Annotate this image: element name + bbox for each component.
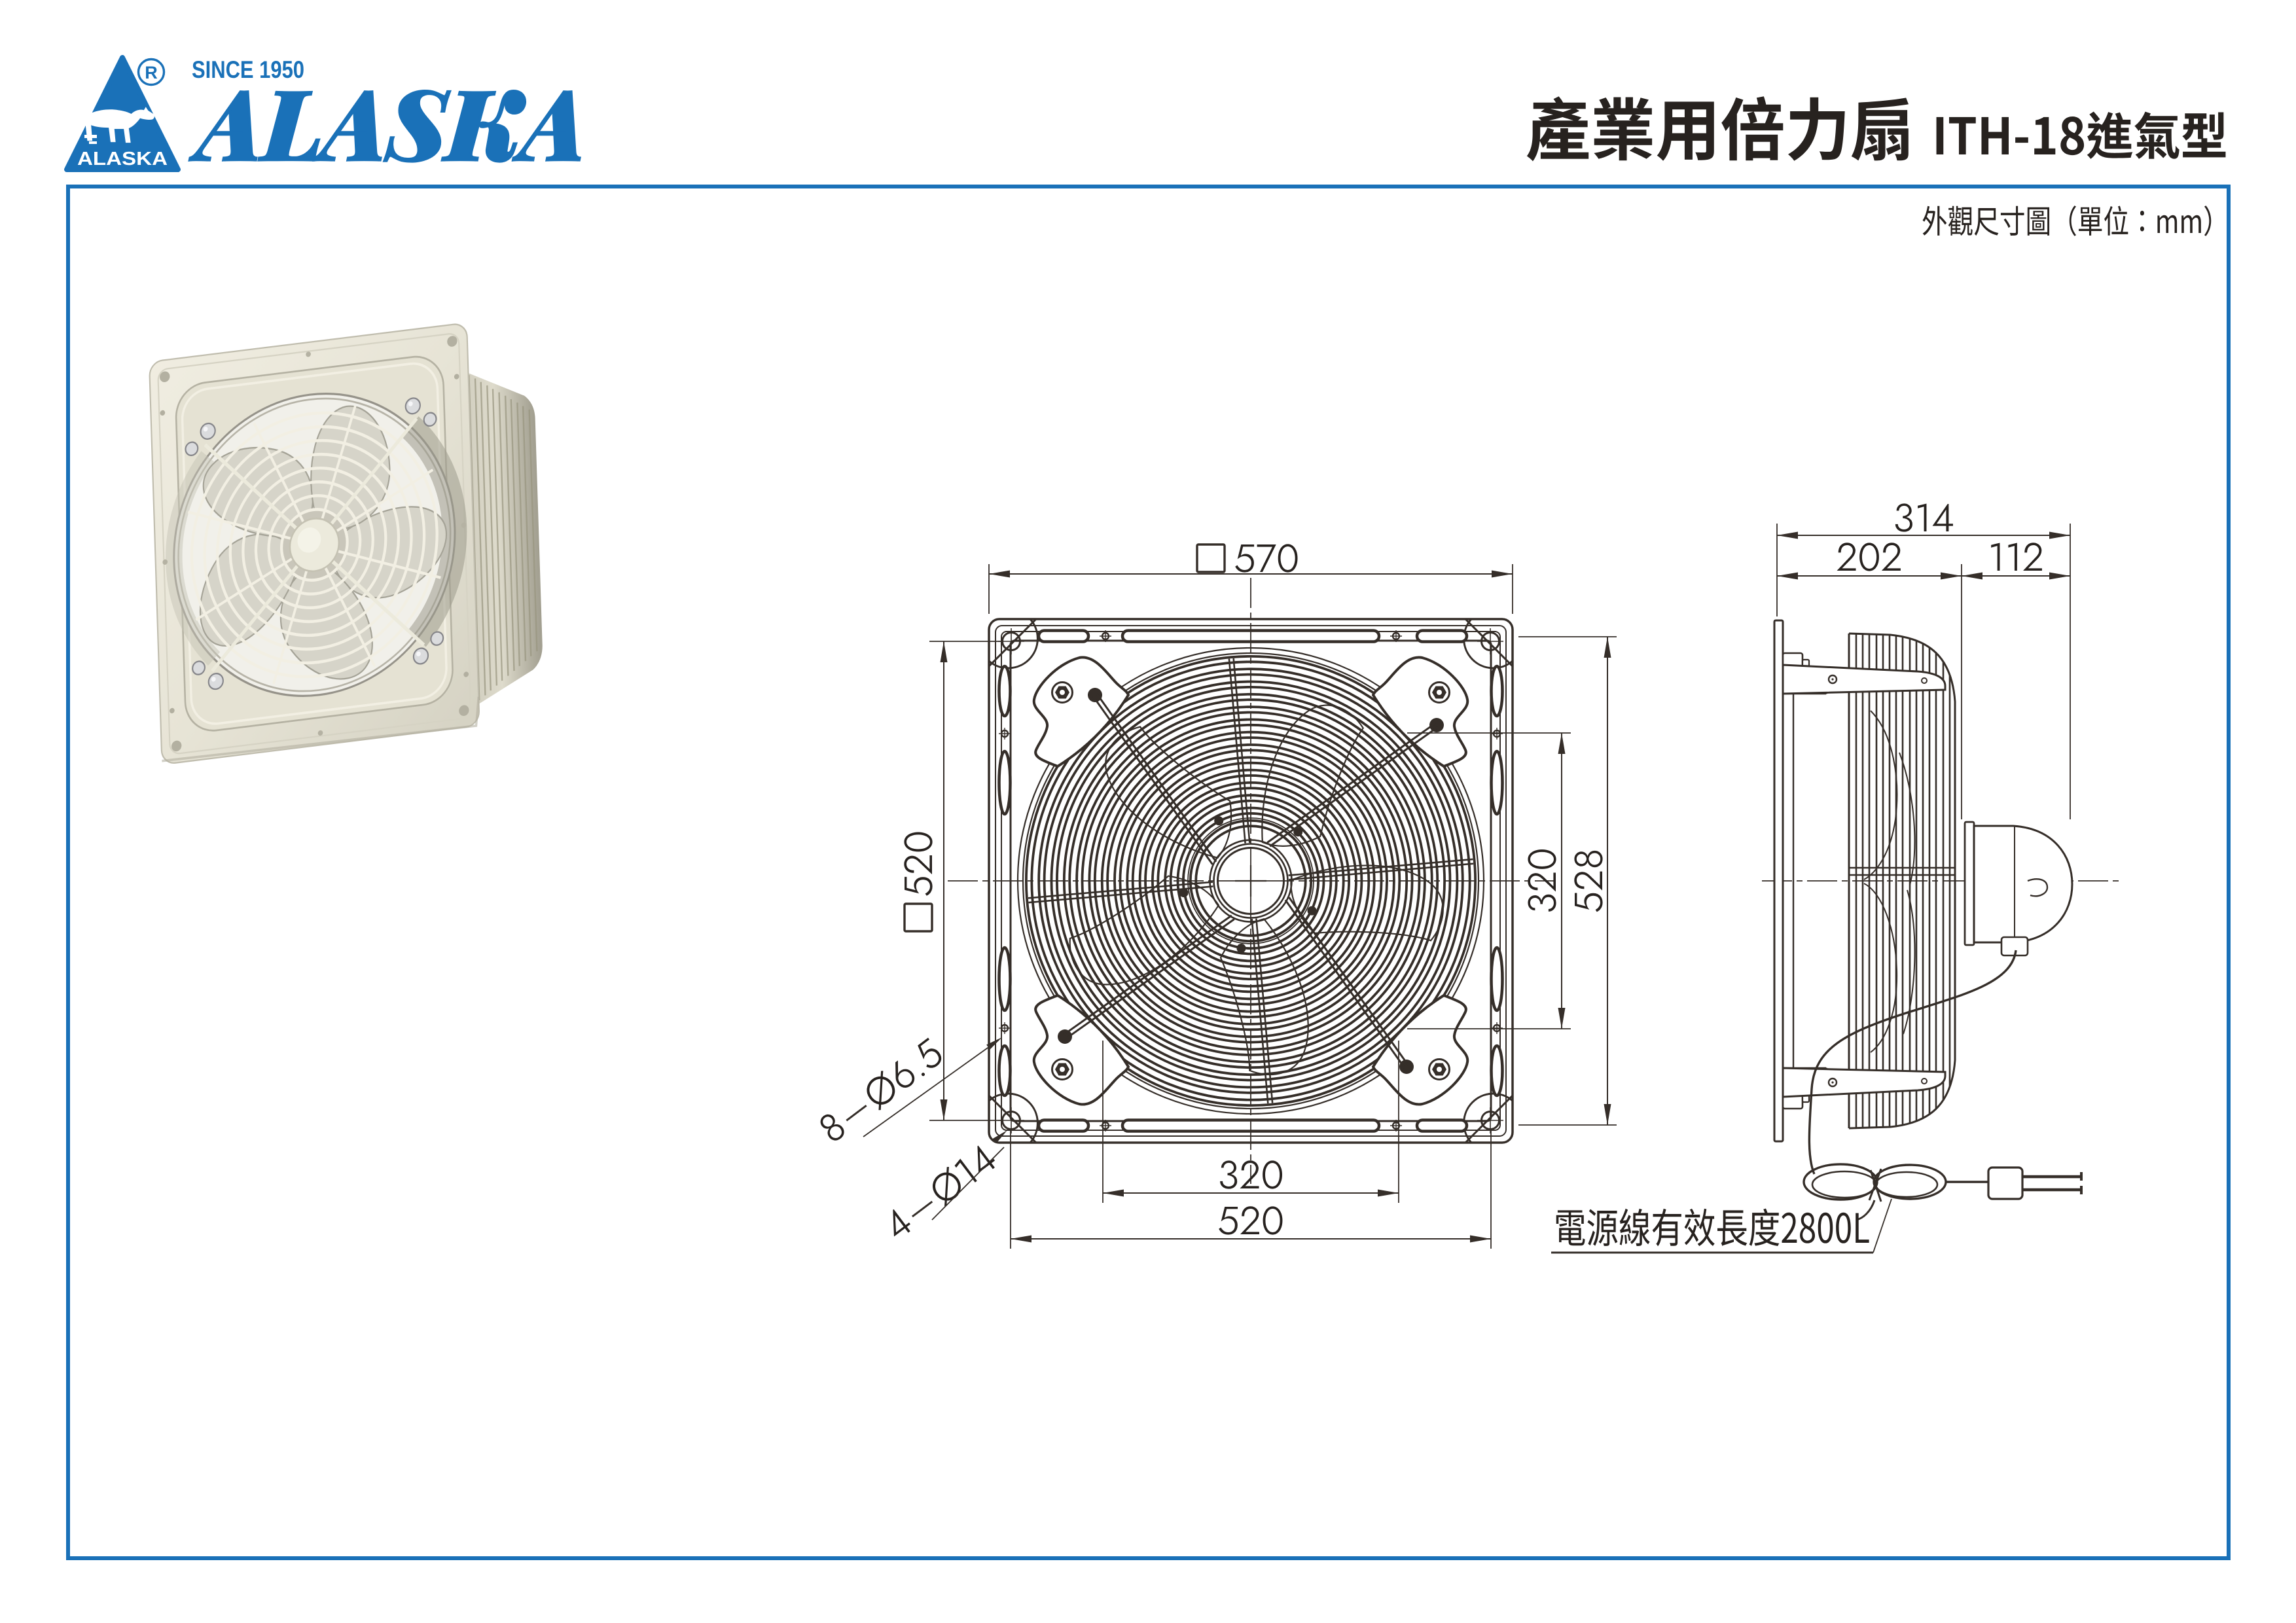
svg-text:SINCE 1950: SINCE 1950 (192, 56, 304, 83)
svg-text:ALASKA: ALASKA (77, 149, 168, 169)
svg-text:R: R (145, 63, 158, 82)
